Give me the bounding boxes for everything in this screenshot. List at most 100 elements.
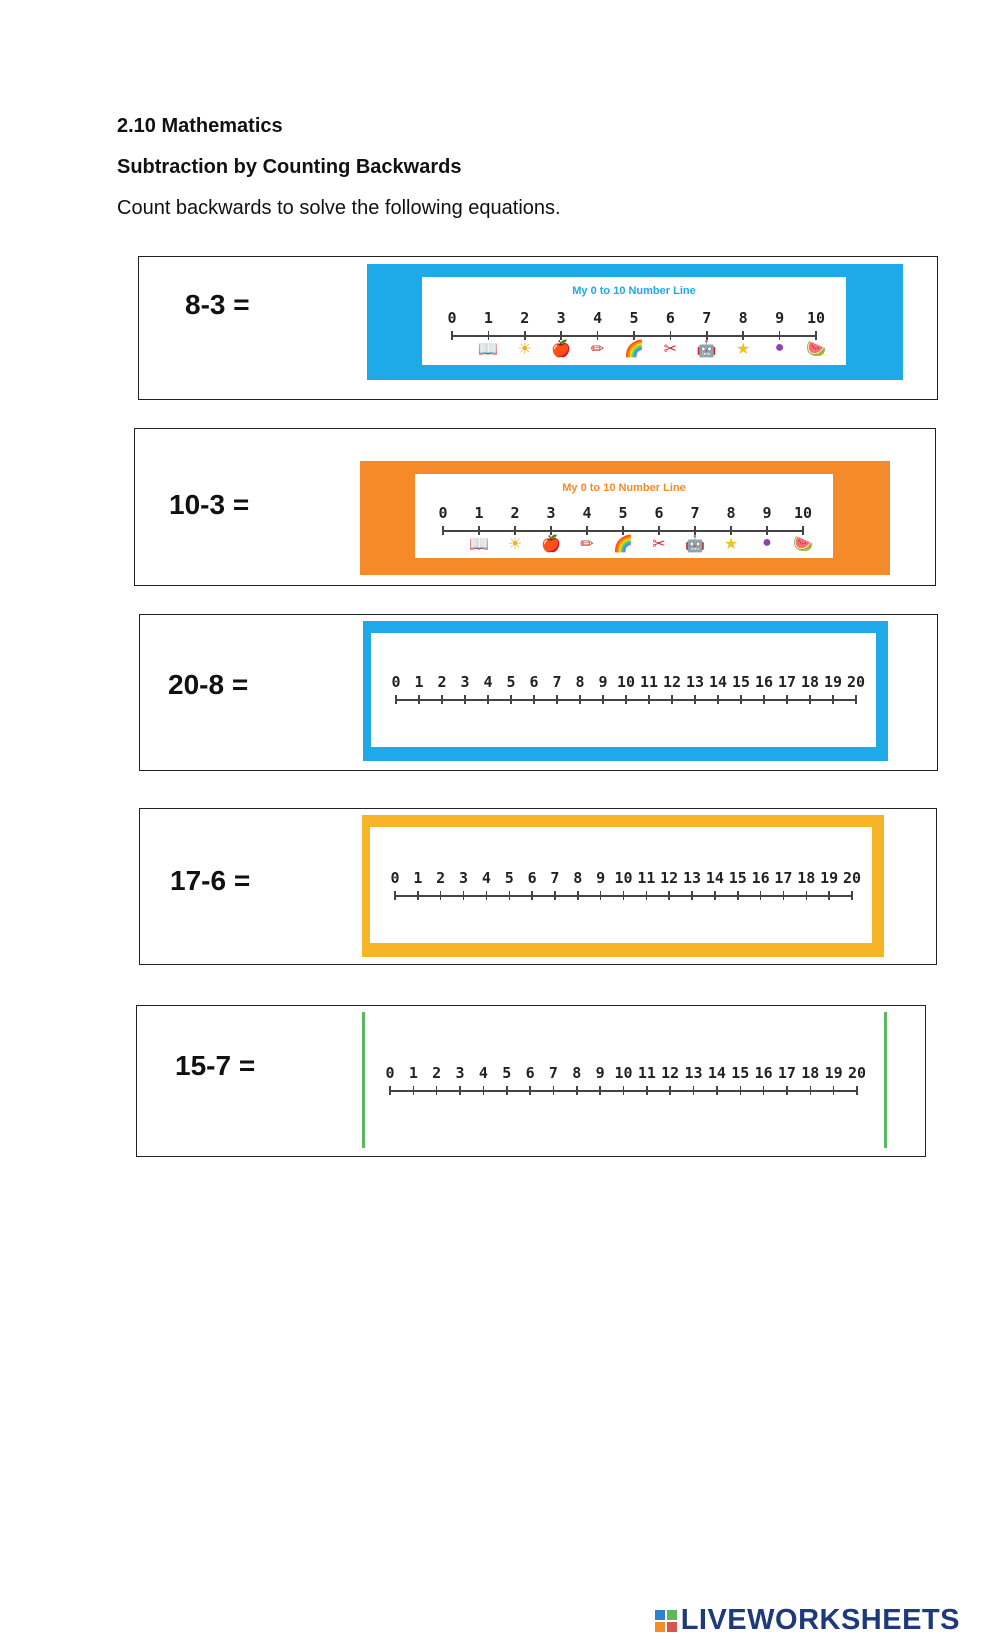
number-line-number: 0 [391, 673, 401, 691]
number-line-tick [586, 526, 588, 535]
number-line-tick [533, 695, 535, 704]
number-line-number: 8 [572, 1064, 582, 1082]
number-line-tick [462, 891, 465, 900]
number-line-number: 1 [474, 504, 484, 522]
number-line-number: 12 [661, 1064, 680, 1082]
number-line-number: 19 [824, 1064, 843, 1082]
rainbow-icon: 🌈 [613, 536, 633, 553]
number-line-tick [577, 891, 579, 900]
number-line-tick [602, 695, 604, 704]
number-line-number: 19 [820, 869, 839, 887]
number-line-number: 16 [751, 869, 770, 887]
number-line-tick [730, 526, 732, 535]
number-line-tick [786, 1086, 788, 1095]
equation-label: 17-6 = [170, 865, 251, 896]
number-line-tick [658, 526, 660, 535]
number-line-number: 15 [728, 869, 747, 887]
number-line-number: 16 [754, 1064, 773, 1082]
pencil-icon: ✏ [590, 341, 605, 358]
number-line-number: 0 [385, 1064, 395, 1082]
footer-brand: LIVEWORKSHEETS [654, 1604, 960, 1637]
number-line-tick [459, 1086, 461, 1095]
number-line-number: 12 [660, 869, 679, 887]
number-line-tick [412, 1086, 415, 1095]
number-line-tick [762, 1086, 765, 1095]
number-line-number: 14 [707, 1064, 726, 1082]
number-line-tick [763, 695, 765, 704]
number-line-tick [809, 695, 811, 704]
number-line-number: 11 [637, 1064, 656, 1082]
watermelon-icon: 🍉 [793, 536, 813, 553]
number-line-tick [622, 1086, 625, 1095]
number-line-tick [633, 331, 635, 340]
number-line-number: 10 [806, 309, 826, 327]
sun-icon: ☀ [517, 341, 532, 358]
number-line-number: 7 [550, 869, 560, 887]
number-line-number: 19 [823, 673, 843, 691]
number-line-number: 9 [596, 869, 606, 887]
number-line-tick [648, 695, 650, 704]
pencil-icon: ✏ [580, 536, 594, 553]
number-line-number: 4 [483, 673, 493, 691]
number-line-tick [394, 891, 396, 900]
number-line-number: 10 [793, 504, 813, 522]
number-line-number: 0 [390, 869, 400, 887]
number-line-tick [802, 526, 804, 535]
number-line-number: 1 [483, 309, 493, 327]
number-line-tick [514, 526, 516, 535]
robot-icon: 🤖 [685, 536, 705, 553]
number-line-number: 6 [529, 673, 539, 691]
number-line-tick [739, 1086, 741, 1095]
number-line-number: 8 [738, 309, 748, 327]
number-line-number: 13 [685, 673, 705, 691]
number-line-number: 11 [637, 869, 656, 887]
number-line-number: 20 [842, 869, 862, 887]
number-line-tick [716, 1086, 718, 1095]
number-line-tick [451, 331, 453, 340]
number-line-tick [439, 891, 442, 900]
number-line-number: 9 [595, 1064, 605, 1082]
number-line-tick [645, 891, 648, 900]
brand-name: LIVEWORKSHEETS [680, 1604, 960, 1636]
number-line-number: 2 [520, 309, 530, 327]
number-line-number: 17 [777, 673, 797, 691]
number-line-tick [482, 1086, 485, 1095]
number-line-number: 1 [408, 1064, 418, 1082]
number-line-title: My 0 to 10 Number Line [562, 482, 686, 494]
number-line-tick [556, 695, 558, 704]
number-line-tick [417, 891, 419, 900]
scissors-icon: ✂ [663, 341, 678, 358]
number-line-number: 18 [797, 869, 816, 887]
number-line-tick [389, 1086, 391, 1095]
number-line-tick [851, 891, 853, 900]
number-line-number: 11 [639, 673, 659, 691]
number-line-tick [441, 695, 443, 704]
number-line-number: 2 [437, 673, 447, 691]
number-line-tick [832, 1086, 835, 1095]
number-line-number: 4 [582, 504, 592, 522]
number-line-number: 6 [654, 504, 664, 522]
number-line-tick [510, 695, 512, 704]
number-line-number: 7 [552, 673, 562, 691]
section-heading: 2.10 Mathematics [117, 115, 283, 137]
number-line-tick [464, 695, 466, 704]
number-line-title: My 0 to 10 Number Line [572, 285, 696, 297]
robot-icon: 🤖 [696, 341, 717, 358]
number-line-number: 6 [665, 309, 675, 327]
number-line-tick [506, 1086, 508, 1095]
rainbow-icon: 🌈 [624, 341, 644, 358]
number-line-number: 14 [708, 673, 728, 691]
number-line-tick [828, 891, 830, 900]
number-line-number: 2 [510, 504, 520, 522]
number-line-number: 5 [504, 869, 514, 887]
number-line-tick [786, 695, 788, 704]
